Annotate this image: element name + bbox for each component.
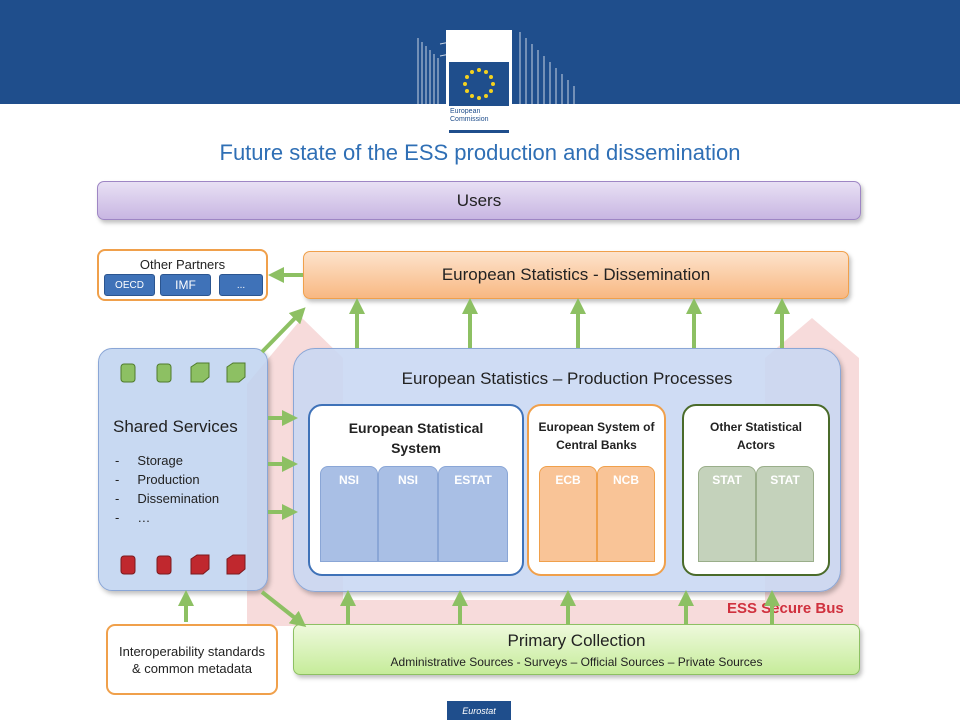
secure-bus-label: ESS Secure Bus xyxy=(727,600,844,617)
group-escb-title: European System of Central Banks xyxy=(538,420,655,452)
footer-eurostat-badge: Eurostat xyxy=(447,701,511,720)
shared-item-dissemination: - Dissemination xyxy=(115,491,220,506)
eu-flag-icon xyxy=(446,30,512,134)
group-other-actors-title: Other Statistical Actors xyxy=(709,420,803,452)
page-title: Future state of the ESS production and d… xyxy=(219,140,741,165)
member-stat-1: STAT xyxy=(698,466,756,562)
other-partners-label: Other Partners xyxy=(139,257,226,272)
european-commission-logo: European Commission xyxy=(446,30,512,134)
member-ncb: NCB xyxy=(597,466,655,562)
member-stat-2: STAT xyxy=(756,466,814,562)
dissemination-bar: European Statistics - Dissemination xyxy=(303,251,849,299)
partner-oecd: OECD xyxy=(104,274,155,296)
group-other-actors: Other Statistical Actors STAT STAT xyxy=(682,404,830,576)
shared-item-more: - … xyxy=(115,510,151,525)
interoperability-box: Interoperability standards & common meta… xyxy=(106,624,278,695)
interoperability-label: Interoperability standards & common meta… xyxy=(119,643,265,676)
primary-collection-bar: Primary Collection Administrative Source… xyxy=(293,624,860,675)
primary-collection-subtitle: Administrative Sources - Surveys – Offic… xyxy=(390,655,763,669)
member-ecb: ECB xyxy=(539,466,597,562)
production-title: European Statistics – Production Process… xyxy=(401,369,733,388)
shared-services-box: Shared Services - Storage - Production -… xyxy=(98,348,268,591)
member-nsi-1: NSI xyxy=(320,466,378,562)
building-decoration xyxy=(417,31,575,104)
shared-item-production: - Production xyxy=(115,472,200,487)
group-ess: European Statistical System NSI NSI ESTA… xyxy=(308,404,524,576)
group-escb: European System of Central Banks ECB NCB xyxy=(527,404,666,576)
shared-item-storage: - Storage xyxy=(115,453,183,468)
shared-services-title: Shared Services xyxy=(113,417,238,436)
red-storage-icons xyxy=(120,554,246,575)
partner-more: ... xyxy=(219,274,263,296)
users-label: Users xyxy=(456,190,502,210)
primary-collection-title: Primary Collection xyxy=(507,631,646,650)
users-bar: Users xyxy=(97,181,861,220)
partner-imf: IMF xyxy=(160,274,211,296)
logo-text: European Commission xyxy=(450,108,489,123)
production-processes-box: European Statistics – Production Process… xyxy=(293,348,841,592)
green-storage-icons xyxy=(120,362,246,383)
dissemination-label: European Statistics - Dissemination xyxy=(441,265,711,284)
group-ess-title: European Statistical System xyxy=(348,420,484,456)
member-estat: ESTAT xyxy=(438,466,508,562)
other-partners-box: Other Partners OECD IMF ... xyxy=(97,249,268,301)
member-nsi-2: NSI xyxy=(378,466,438,562)
